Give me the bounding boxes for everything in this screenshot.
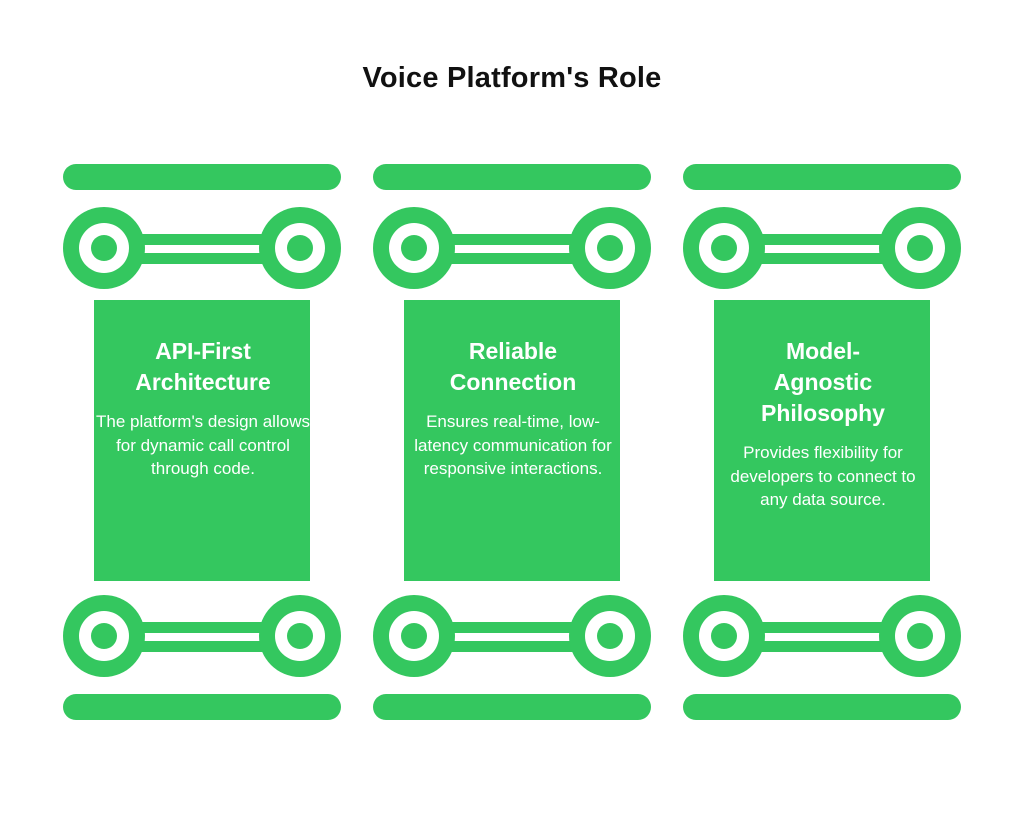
pillar-reliable-connection: Reliable Connection Ensures real-time, l…	[373, 0, 653, 815]
pillar-content: API-First Architecture The platform's de…	[95, 336, 311, 481]
pillar-api-first: API-First Architecture The platform's de…	[63, 0, 343, 815]
pillar-description: Ensures real-time, low-latency communica…	[414, 412, 612, 478]
pillar-column-icon	[373, 164, 651, 720]
pillar-description: The platform's design allows for dynamic…	[96, 412, 310, 478]
pillar-model-agnostic: Model-Agnostic Philosophy Provides flexi…	[683, 0, 963, 815]
pillar-description: Provides flexibility for developers to c…	[730, 443, 916, 509]
pillar-content: Model-Agnostic Philosophy Provides flexi…	[715, 336, 931, 512]
page-title: Voice Platform's Role	[362, 62, 662, 94]
pillar-heading: Model-Agnostic Philosophy	[761, 338, 885, 426]
pillar-heading: Reliable Connection	[449, 338, 577, 395]
pillar-column-icon	[63, 164, 341, 720]
pillar-heading: API-First Architecture	[135, 338, 271, 395]
pillar-content: Reliable Connection Ensures real-time, l…	[405, 336, 621, 481]
pillar-column-icon	[683, 164, 961, 720]
